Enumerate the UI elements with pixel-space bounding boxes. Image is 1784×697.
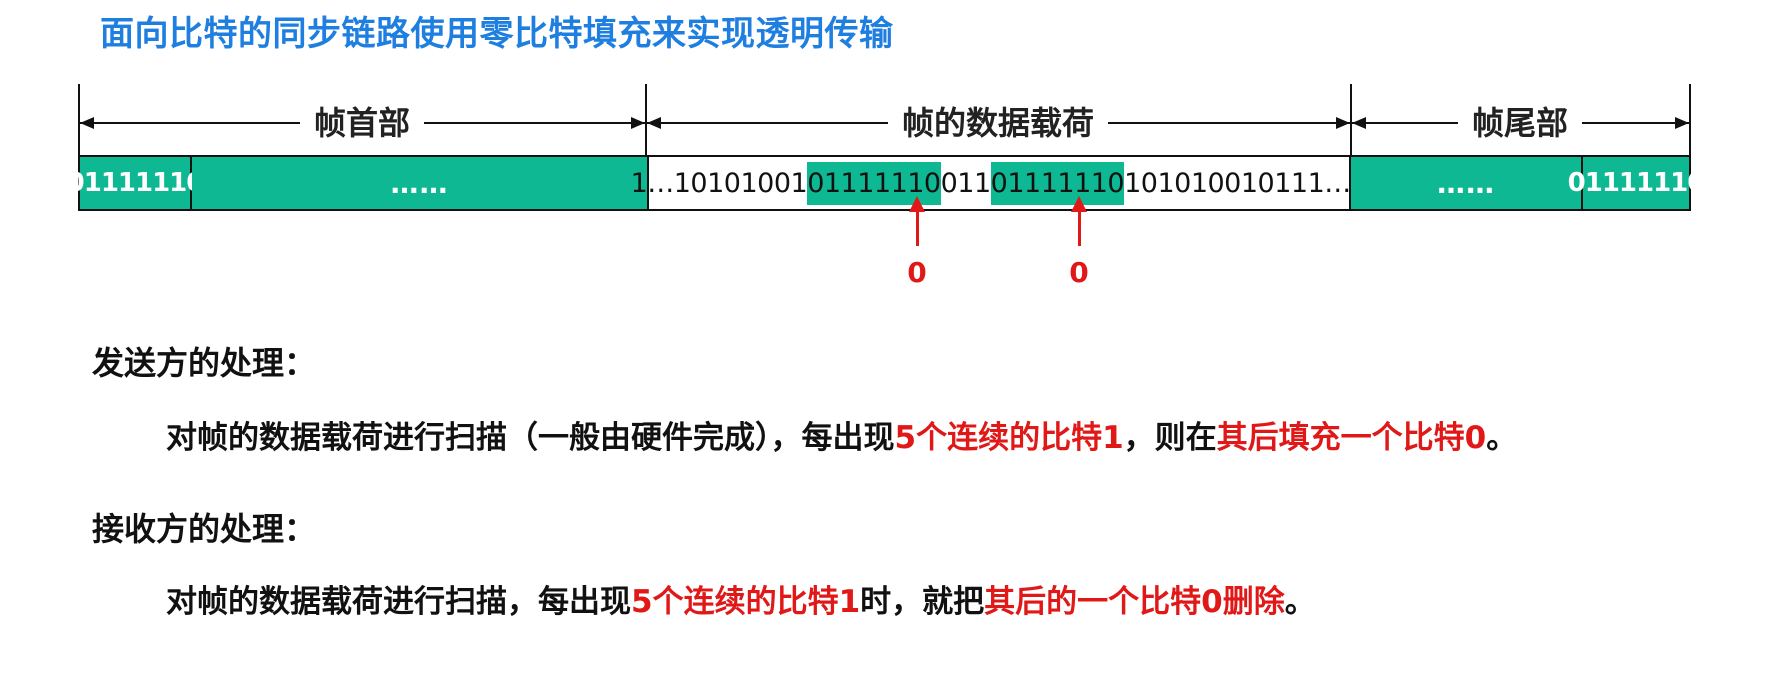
sender-description: 对帧的数据载荷进行扫描（一般由硬件完成），每出现5个连续的比特1，则在其后填充一… <box>166 412 1517 457</box>
payload-bits-part3: 101010010111…0 <box>1124 167 1368 199</box>
header-content: …… <box>192 155 647 211</box>
receiver-emphasis-2: 其后的一个比特0删除 <box>984 584 1285 620</box>
stuff-arrow-1-head-icon <box>909 196 925 212</box>
header-label: 帧首部 <box>299 101 425 145</box>
payload-bits-part1: 1…10101001 <box>630 167 808 199</box>
stuffed-bit-1: 0 <box>907 256 927 289</box>
payload-bits-part2: 011 <box>940 167 992 199</box>
receiver-emphasis-1: 5个连续的比特1 <box>631 584 861 620</box>
trailer-content: …… <box>1351 155 1581 211</box>
boundary-line-right <box>1689 84 1691 156</box>
payload-label: 帧的数据载荷 <box>887 101 1109 145</box>
sender-text-a: 对帧的数据载荷进行扫描（一般由硬件完成），每出现 <box>166 420 895 456</box>
boundary-line-left <box>78 84 80 156</box>
receiver-heading: 接收方的处理： <box>92 510 317 548</box>
sender-heading: 发送方的处理： <box>92 344 317 382</box>
stuff-arrow-2-shaft <box>1078 210 1081 246</box>
sender-emphasis-2: 其后填充一个比特0 <box>1216 420 1487 456</box>
payload-highlight-1: 01111110 <box>807 161 941 205</box>
receiver-text-c: 时，就把 <box>860 584 985 620</box>
trailer-span-right-arrow-icon <box>1675 117 1689 129</box>
sender-text-e: 。 <box>1486 420 1518 456</box>
trailer-span-left-arrow-icon <box>1352 117 1366 129</box>
boundary-line-payload-trailer <box>1350 84 1352 156</box>
boundary-line-header-payload <box>645 84 647 156</box>
sender-emphasis-1: 5个连续的比特1 <box>894 420 1124 456</box>
header-span-left-arrow-icon <box>80 117 94 129</box>
stuffed-bit-2: 0 <box>1069 256 1089 289</box>
trailer-label: 帧尾部 <box>1457 101 1583 145</box>
receiver-text-a: 对帧的数据载荷进行扫描，每出现 <box>166 584 631 620</box>
sender-text-c: ，则在 <box>1123 420 1217 456</box>
payload-highlight-2: 01111110 <box>990 161 1125 205</box>
end-flag: 01111110 <box>1568 155 1705 211</box>
header-span-right-arrow-icon <box>631 117 645 129</box>
receiver-description: 对帧的数据载荷进行扫描，每出现5个连续的比特1时，就把其后的一个比特0删除。 <box>166 576 1316 621</box>
stuff-arrow-2-head-icon <box>1071 196 1087 212</box>
stuff-arrow-1-shaft <box>916 210 919 246</box>
payload-span-left-arrow-icon <box>647 117 661 129</box>
receiver-text-e: 。 <box>1284 584 1316 620</box>
start-flag: 01111110 <box>67 155 204 211</box>
payload-span-right-arrow-icon <box>1336 117 1350 129</box>
page-title: 面向比特的同步链路使用零比特填充来实现透明传输 <box>100 14 894 54</box>
